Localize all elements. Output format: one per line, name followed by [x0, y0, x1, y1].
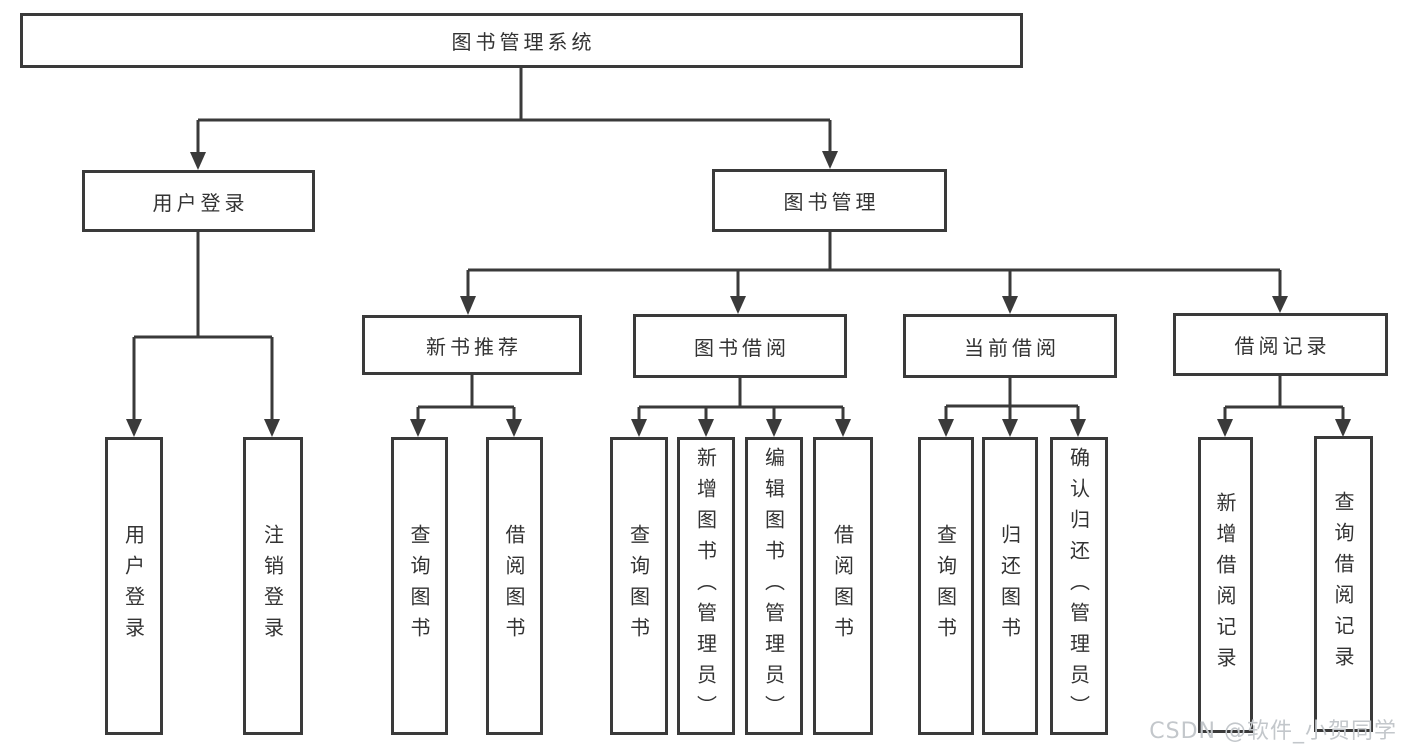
leaf-return-book-label: 归还图书	[997, 524, 1022, 648]
arrow-down-icon	[1070, 419, 1086, 437]
arrow-down-icon	[938, 419, 954, 437]
leaf-borrow-book-1-label: 借阅图书	[502, 524, 526, 648]
arrow-down-icon	[766, 419, 782, 437]
node-root-label: 图书管理系统	[451, 30, 596, 54]
arrow-down-icon	[1002, 419, 1018, 437]
node-user-login: 用户登录	[82, 170, 315, 232]
leaf-query-book-2-label: 查询图书	[626, 524, 651, 648]
node-borrow-record-label: 借阅记录	[1234, 334, 1331, 358]
leaf-logout-label: 注销登录	[260, 524, 285, 648]
leaf-user-login-label: 用户登录	[121, 524, 146, 648]
leaf-query-borrow-record-label: 查询借阅记录	[1331, 491, 1355, 677]
leaf-borrow-book-1: 借阅图书	[486, 437, 543, 735]
leaf-edit-book-admin-label: 编辑图书（管理员）	[761, 446, 786, 726]
arrow-down-icon	[822, 151, 838, 169]
arrowheads	[126, 151, 1351, 437]
connector-user-login	[132, 232, 274, 419]
arrow-down-icon	[190, 152, 206, 170]
node-user-login-label: 用户登录	[152, 190, 249, 215]
node-book-management: 图书管理	[712, 169, 947, 232]
leaf-confirm-return-admin-label: 确认归还（管理员）	[1066, 446, 1091, 726]
node-current-borrow-label: 当前借阅	[964, 335, 1060, 360]
leaf-confirm-return-admin: 确认归还（管理员）	[1050, 437, 1108, 735]
arrow-down-icon	[410, 419, 426, 437]
node-root: 图书管理系统	[20, 13, 1023, 68]
arrow-down-icon	[698, 419, 714, 437]
leaf-return-book: 归还图书	[982, 437, 1038, 735]
node-current-borrow: 当前借阅	[903, 314, 1117, 378]
connector-book-management	[466, 232, 1282, 296]
leaf-edit-book-admin: 编辑图书（管理员）	[745, 437, 803, 735]
arrow-down-icon	[1272, 296, 1288, 313]
arrow-down-icon	[264, 419, 280, 437]
arrow-down-icon	[631, 419, 647, 437]
node-new-book-recommend-label: 新书推荐	[426, 334, 522, 359]
leaf-user-login: 用户登录	[105, 437, 163, 735]
leaf-query-book-1-label: 查询图书	[407, 524, 431, 648]
node-new-book-recommend: 新书推荐	[362, 315, 582, 375]
leaf-query-book-3-label: 查询图书	[933, 524, 958, 648]
arrow-down-icon	[730, 296, 746, 314]
leaf-query-book-3: 查询图书	[918, 437, 974, 735]
leaf-add-book-admin-label: 新增图书（管理员）	[693, 446, 718, 726]
arrow-down-icon	[1002, 296, 1018, 314]
leaf-query-book-2: 查询图书	[610, 437, 668, 735]
connector-borrow-record	[1223, 376, 1345, 419]
leaf-add-book-admin: 新增图书（管理员）	[677, 437, 735, 735]
leaf-add-borrow-record-label: 新增借阅记录	[1213, 492, 1237, 678]
connector-book-borrow	[637, 378, 845, 419]
arrow-down-icon	[1217, 419, 1233, 437]
node-book-borrow-label: 图书借阅	[694, 335, 790, 360]
leaf-add-borrow-record: 新增借阅记录	[1198, 437, 1253, 733]
arrow-down-icon	[1335, 419, 1351, 437]
arrow-down-icon	[126, 419, 142, 437]
arrow-down-icon	[460, 296, 476, 315]
leaf-borrow-book-2: 借阅图书	[813, 437, 873, 735]
node-book-management-label: 图书管理	[783, 190, 880, 214]
leaf-query-book-1: 查询图书	[391, 437, 448, 735]
arrow-down-icon	[506, 419, 522, 437]
node-book-borrow: 图书借阅	[633, 314, 847, 378]
connector-current-borrow	[944, 378, 1080, 419]
leaf-query-borrow-record: 查询借阅记录	[1314, 436, 1373, 732]
connector-root	[196, 68, 832, 152]
connector-strokes	[132, 68, 1345, 419]
node-borrow-record: 借阅记录	[1173, 313, 1388, 376]
arrow-down-icon	[835, 419, 851, 437]
leaf-logout: 注销登录	[243, 437, 303, 735]
leaf-borrow-book-2-label: 借阅图书	[830, 524, 855, 648]
connector-new-book	[416, 375, 516, 419]
